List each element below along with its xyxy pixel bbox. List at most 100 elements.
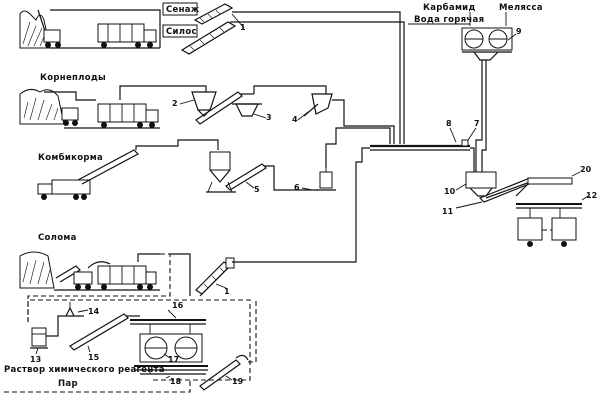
leader-17	[163, 353, 171, 359]
root-crop-pile	[19, 88, 65, 125]
num-3: 3	[266, 113, 272, 122]
leader-18	[165, 375, 171, 379]
num-7: 7	[474, 119, 480, 128]
leader-19	[225, 375, 233, 381]
kombikorma-label: Комбикорма	[38, 152, 103, 163]
sprayer-14	[65, 302, 75, 317]
loader-truck-row1	[37, 9, 61, 48]
leader-12	[581, 195, 589, 201]
conveyor-20	[515, 177, 573, 197]
row1-track	[50, 9, 161, 48]
straw-loader	[55, 265, 93, 290]
line-dosing-to-10	[481, 60, 487, 172]
leader-3	[253, 113, 267, 119]
reagent-tank-13	[30, 327, 48, 349]
truck-row1	[97, 23, 157, 48]
leader-8	[449, 127, 457, 143]
collector-to-10	[470, 147, 475, 172]
line-row1b-to-mixer	[230, 21, 405, 144]
valve-7	[461, 139, 469, 147]
leader-14	[77, 309, 89, 313]
truck-row4	[87, 261, 157, 290]
line-row1-to-mixer	[232, 11, 401, 144]
conveyor-5	[225, 163, 267, 191]
truck-row2	[97, 103, 159, 128]
line-dosing-to-10b	[475, 60, 483, 172]
korneplody-label: Корнеплоды	[40, 73, 106, 83]
num-20: 20	[580, 165, 592, 174]
reagent-dashed	[27, 299, 251, 381]
root-washer-3	[232, 103, 262, 117]
row3-feed	[135, 139, 219, 150]
leader-2	[179, 99, 195, 105]
num-16: 16	[172, 301, 184, 310]
dispenser-6	[316, 168, 336, 191]
num-5: 5	[254, 185, 260, 194]
leader-16	[167, 309, 177, 319]
steam-dashed	[4, 380, 191, 393]
num-17: 17	[168, 355, 179, 364]
num-4: 4	[292, 115, 298, 124]
num-15: 15	[88, 353, 100, 362]
leader-7	[467, 127, 477, 141]
leader-13	[35, 347, 39, 355]
row4-feed	[137, 253, 160, 262]
soloma-label: Солома	[38, 233, 77, 243]
num-2: 2	[172, 99, 178, 108]
silos-label: Силос	[166, 27, 197, 37]
row3-to-6	[264, 165, 318, 191]
row4-to-mixer	[232, 147, 370, 263]
reactors-17	[134, 333, 208, 371]
leader-11	[455, 201, 483, 209]
conveyor-15	[69, 313, 140, 351]
num-11: 11	[442, 207, 454, 216]
straw-stack	[19, 251, 55, 289]
silage-pile	[19, 10, 51, 49]
conveyor-19	[199, 354, 249, 391]
num-18: 18	[170, 377, 182, 386]
leader-6	[301, 187, 313, 191]
voda-label: Вода горячая	[414, 15, 484, 25]
karbamid-label: Карбамид	[423, 2, 476, 13]
feed-truck-row3	[37, 149, 139, 200]
row2-feed	[119, 85, 207, 100]
distributor-12	[516, 203, 582, 218]
leader-5	[245, 181, 255, 189]
loader-row2	[61, 107, 79, 126]
rastvor-label: Раствор химического реагента	[4, 365, 165, 375]
conveyor-1-top	[180, 3, 237, 55]
dosing-tanks-9	[461, 27, 513, 61]
par-label: Пар	[58, 379, 78, 389]
num-13: 13	[30, 355, 41, 364]
leader-1-bottom	[215, 283, 227, 289]
senazh-box	[162, 2, 198, 16]
num-8: 8	[446, 119, 452, 128]
num-10: 10	[444, 187, 456, 196]
leader-10	[455, 183, 467, 191]
chopper-4	[303, 93, 333, 117]
leader-20	[571, 171, 581, 177]
feeder-wagons	[517, 217, 577, 247]
silos-box	[162, 24, 198, 38]
num-9: 9	[516, 27, 522, 36]
reagent-line-14	[46, 315, 84, 337]
num-14: 14	[88, 307, 100, 316]
leader-15	[87, 345, 91, 353]
num-19: 19	[232, 377, 244, 386]
num-12: 12	[586, 191, 597, 200]
conveyor1-feed	[170, 253, 191, 296]
hopper-2	[191, 91, 243, 125]
hydrolyser-16	[130, 319, 206, 334]
conveyor-1-bottom	[195, 257, 235, 297]
silo-bin-row3	[206, 151, 236, 193]
leader-4	[297, 111, 309, 121]
melassa-label: Мелясса	[499, 3, 543, 13]
row2-3-to-4	[253, 85, 327, 94]
mixer-10	[465, 171, 497, 197]
leader-9	[507, 33, 517, 41]
row2-track	[44, 91, 96, 101]
leader-1-top	[231, 13, 245, 29]
row2-to-mixer	[332, 99, 395, 144]
treated-return-dashed	[248, 300, 257, 363]
